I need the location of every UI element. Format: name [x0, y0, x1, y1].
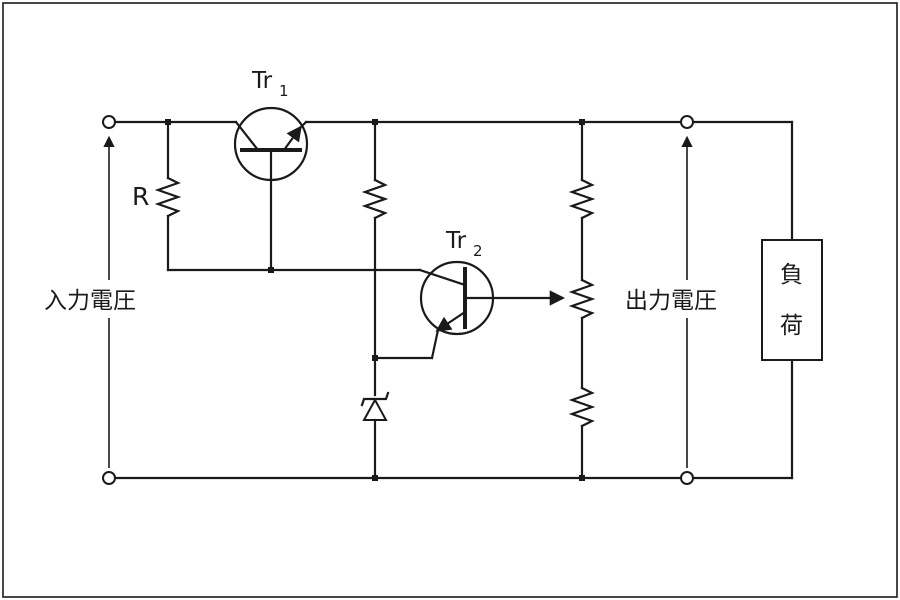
output-terminal-top — [680, 115, 694, 129]
bias-resistor — [361, 178, 389, 220]
tr2-label: Tr — [445, 228, 467, 254]
transistor-tr1 — [233, 106, 309, 272]
junction-dot — [268, 267, 274, 273]
junction-dot — [372, 119, 378, 125]
tr2-collector — [418, 268, 467, 287]
divider-resistor-upper — [568, 178, 596, 220]
junction-dot — [579, 475, 585, 481]
tr1-collector — [234, 120, 260, 152]
junction-dot — [372, 475, 378, 481]
output-terminal-bottom — [680, 471, 694, 485]
tr2-emitter — [435, 310, 467, 332]
tr1-emitter — [282, 125, 302, 152]
divider-resistor-lower — [568, 386, 596, 428]
junction-dot — [165, 119, 171, 125]
resistor-r-label: R — [132, 182, 149, 211]
zener-triangle — [362, 397, 388, 421]
junction-dot — [372, 355, 378, 361]
tr2-emitter-lead — [430, 328, 440, 360]
divider-potentiometer — [568, 278, 596, 320]
zener-diode — [360, 391, 390, 421]
input-terminal-bottom — [102, 471, 116, 485]
tr1-label-sub: 1 — [279, 82, 289, 100]
output-voltage-label: 出力電圧 — [625, 288, 717, 314]
input-terminal-top — [102, 115, 116, 129]
zener-cathode-bar — [360, 391, 390, 407]
tr1-label: Tr — [251, 68, 273, 94]
load-label-char-1: 負 — [780, 262, 803, 288]
load-box — [761, 239, 823, 361]
tr1-emitter-lead — [298, 120, 308, 130]
load-label-char-2: 荷 — [780, 313, 803, 339]
tr2-label-sub: 2 — [473, 242, 483, 260]
junction-dot — [579, 119, 585, 125]
resistor-r — [154, 176, 182, 218]
transistor-tr2 — [418, 260, 566, 360]
input-voltage-label: 入力電圧 — [44, 288, 136, 314]
